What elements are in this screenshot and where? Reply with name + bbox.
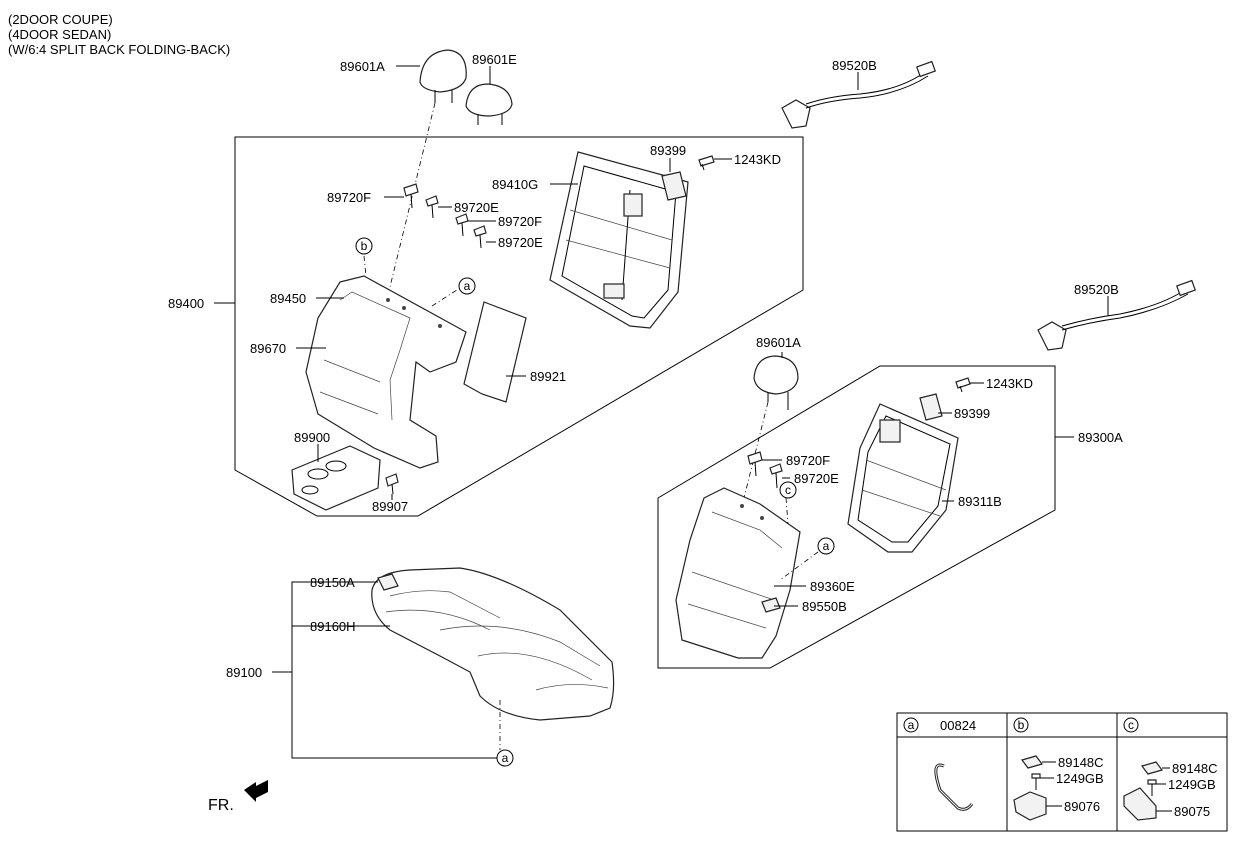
front-arrow-icon	[244, 780, 268, 802]
label-89720E: 89720E	[454, 200, 499, 215]
cover-89076	[1013, 791, 1047, 821]
label-89601A: 89601A	[340, 59, 385, 74]
label-89921: 89921	[530, 369, 566, 384]
callout-b: b	[355, 237, 373, 255]
label-89720F: 89720F	[327, 190, 371, 205]
note-coupe: (2DOOR COUPE)	[8, 12, 113, 27]
label-89720F: 89720F	[498, 214, 542, 229]
armrest-89900	[291, 445, 381, 511]
legend-a-code: 00824	[940, 718, 976, 733]
svg-text:b: b	[361, 239, 368, 253]
screw-1249GB-b	[1031, 773, 1041, 779]
label-1243KD: 1243KD	[986, 376, 1033, 391]
svg-text:b: b	[1018, 718, 1025, 732]
svg-text:c: c	[785, 483, 791, 497]
svg-text:a: a	[502, 751, 509, 765]
label-89400: 89400	[168, 296, 204, 311]
svg-text:a: a	[908, 718, 915, 732]
bracket-89921	[463, 301, 527, 403]
label-89410G: 89410G	[492, 177, 538, 192]
svg-text:c: c	[1128, 718, 1134, 732]
group-89100-bracket	[291, 581, 497, 759]
label-1243KD: 1243KD	[734, 152, 781, 167]
callout-a: a	[458, 277, 476, 295]
headrest-89601A	[419, 49, 467, 103]
pad-89148C-c	[1140, 761, 1164, 775]
headrest-89601A-right	[753, 355, 799, 410]
legend-c-89148C: 89148C	[1172, 761, 1218, 776]
legend-c-89075: 89075	[1174, 804, 1210, 819]
seat-frame-89311B	[847, 403, 959, 553]
screw-1249GB-c	[1147, 779, 1157, 785]
legend-b-89076: 89076	[1064, 799, 1100, 814]
label-89160H: 89160H	[310, 619, 356, 634]
note-sedan: (4DOOR SEDAN)	[8, 27, 111, 42]
label-89399: 89399	[954, 406, 990, 421]
seat-back-89450	[305, 275, 467, 469]
cable-89520B-top	[781, 60, 936, 129]
headrest-89601E	[465, 83, 513, 125]
group-89300A-outline	[657, 365, 1056, 669]
label-89601E: 89601E	[472, 52, 517, 67]
svg-text:a: a	[823, 539, 830, 553]
label-89900: 89900	[294, 430, 330, 445]
label-89311B: 89311B	[958, 494, 1002, 509]
cover-89075	[1123, 787, 1157, 821]
legend-c-1249GB: 1249GB	[1168, 777, 1216, 792]
label-89520B: 89520B	[832, 58, 877, 73]
label-89360E: 89360E	[810, 579, 855, 594]
fasteners-89720-upper	[403, 183, 487, 249]
latch-cover-89399-right	[919, 393, 943, 421]
svg-text:a: a	[464, 279, 471, 293]
bolt-1243KD-top	[698, 155, 715, 171]
label-89720E: 89720E	[498, 235, 543, 250]
latch-cover-89399-top	[661, 171, 687, 201]
cable-89520B-right	[1037, 279, 1196, 351]
label-89550B: 89550B	[802, 599, 847, 614]
seat-frame-89410G	[549, 151, 689, 329]
label-89907: 89907	[372, 499, 408, 514]
label-89520B: 89520B	[1074, 282, 1119, 297]
label-89300A: 89300A	[1078, 430, 1123, 445]
label-89399: 89399	[650, 143, 686, 158]
seat-back-89360E	[675, 487, 801, 659]
label-89720E: 89720E	[794, 471, 839, 486]
fr-label: FR.	[208, 797, 234, 814]
seat-cushion-89100	[371, 567, 615, 721]
bolt-89907	[385, 473, 399, 495]
callout-c: c	[779, 481, 797, 499]
label-89670: 89670	[250, 341, 286, 356]
label-89150A: 89150A	[310, 575, 355, 590]
group-89400-outline	[234, 136, 804, 517]
bolt-1243KD-right	[955, 377, 971, 393]
label-89100: 89100	[226, 665, 262, 680]
callout-a: a	[496, 749, 514, 767]
label-89450: 89450	[270, 291, 306, 306]
legend-table: a 00824 b c 89148C 1249GB 89076 89148C 1…	[896, 712, 1228, 832]
callout-a: a	[817, 537, 835, 555]
legend-b-1249GB: 1249GB	[1056, 771, 1104, 786]
fasteners-89720-right	[747, 451, 783, 489]
pad-89148C-b	[1020, 755, 1044, 769]
label-89601A: 89601A	[756, 335, 801, 350]
label-89720F: 89720F	[786, 453, 830, 468]
note-split-back: (W/6:4 SPLIT BACK FOLDING-BACK)	[8, 42, 230, 57]
legend-b-89148C: 89148C	[1058, 755, 1104, 770]
